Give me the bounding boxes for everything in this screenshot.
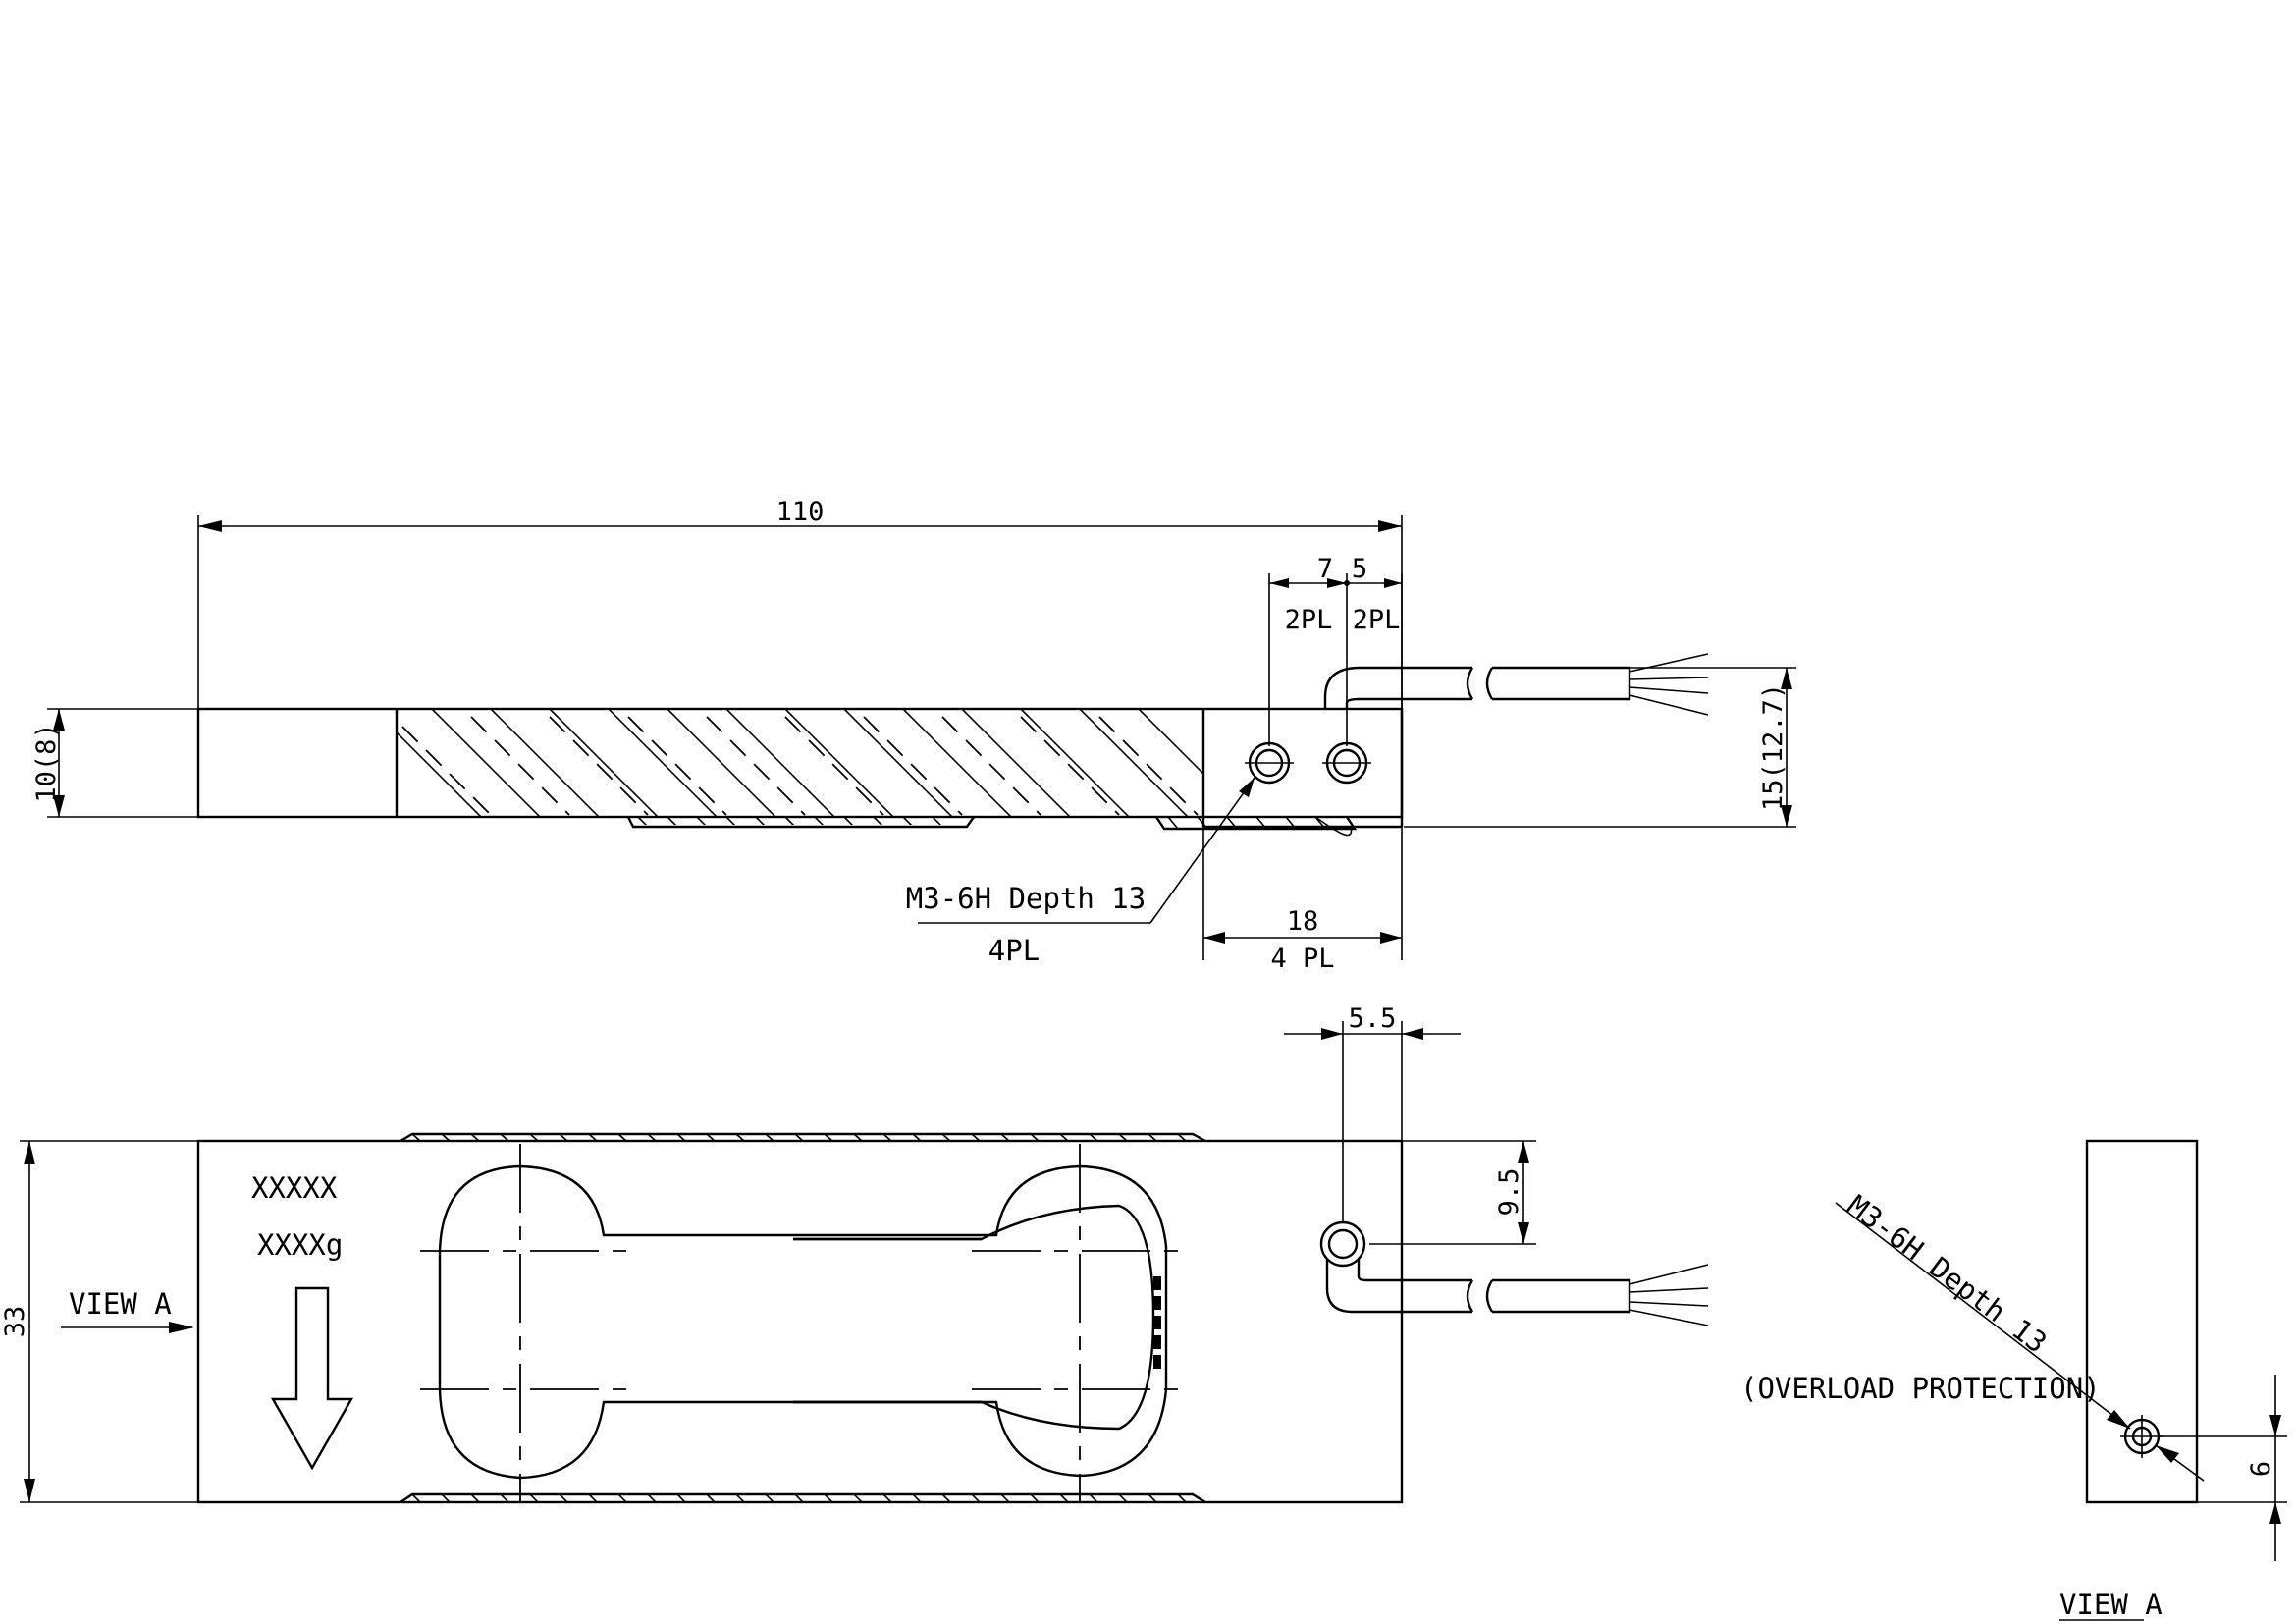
- overload-thread-spec: M3-6H Depth 13: [1842, 1188, 2054, 1359]
- dim-hole-spacing: 7 5 2PL 2PL: [1268, 554, 1403, 746]
- view-a-body: [2085, 1139, 2199, 1504]
- dim-height-right: 15(12.7): [1404, 667, 1796, 828]
- dim-hole-pitch: 7: [1317, 554, 1333, 584]
- view-a-title: VIEW A: [2059, 1588, 2163, 1621]
- model-marking: XXXXX: [251, 1171, 338, 1205]
- top-cable: [1319, 1220, 1709, 1326]
- dim-length: 110: [197, 497, 1403, 709]
- dim-height-left: 10(8): [31, 708, 198, 818]
- overload-note: (OVERLOAD PROTECTION): [1740, 1372, 2101, 1405]
- dim-overload-offset-label: 6: [2246, 1461, 2276, 1477]
- thread-qty: 4PL: [988, 934, 1040, 967]
- side-cable: [1323, 653, 1709, 716]
- view-a: M3-6H Depth 13 (OVERLOAD PROTECTION) 6 V…: [1740, 1139, 2287, 1621]
- dim-cable-offset-label: 5.5: [1349, 1003, 1397, 1034]
- side-hole-2: [1322, 741, 1371, 785]
- dim-overload-offset: 6: [2160, 1375, 2287, 1561]
- hatched-zone: [397, 709, 1203, 817]
- dim-height-left-label: 10(8): [31, 723, 62, 802]
- top-view: XXXXX XXXXg VIEW A 5.5: [0, 1003, 1709, 1504]
- bottom-tab-right: [1155, 816, 1358, 831]
- top-strip: [400, 1132, 1206, 1143]
- dim-mount-length-label: 18: [1287, 906, 1319, 937]
- load-direction-arrow: [270, 1286, 354, 1471]
- top-body: [196, 1139, 1404, 1504]
- binocular-cutout: [438, 1164, 1168, 1480]
- dim-height-right-label: 15(12.7): [1758, 683, 1789, 811]
- dim-mount-pl-label: 4 PL: [1270, 944, 1334, 974]
- thread-spec: M3-6H Depth 13: [906, 882, 1146, 915]
- side-hole-1: [1245, 741, 1294, 785]
- dim-cable-height: 9.5: [1369, 1140, 1536, 1245]
- dim-width-label: 33: [0, 1306, 30, 1338]
- dim-length-label: 110: [776, 497, 825, 527]
- dim-mount-length: 18 4 PL: [1202, 827, 1403, 974]
- capacity-marking: XXXXg: [257, 1228, 343, 1262]
- view-a-label: VIEW A: [69, 1287, 172, 1321]
- bottom-tab: [626, 816, 975, 829]
- dim-pl-left: 2PL: [1285, 605, 1333, 635]
- side-body: [196, 707, 1404, 819]
- gauge-pads: [1153, 1276, 1161, 1369]
- dim-pl-right: 2PL: [1353, 605, 1401, 635]
- thread-callout: M3-6H Depth 13 4PL: [906, 777, 1255, 967]
- bottom-strip: [400, 1492, 1206, 1504]
- dim-cable-offset: 5.5: [1284, 1003, 1461, 1222]
- overload-screw: [2120, 1415, 2163, 1458]
- view-a-pointer: VIEW A: [61, 1287, 194, 1333]
- dim-width: 33: [0, 1140, 198, 1503]
- dim-hole-edge: 5: [1352, 554, 1367, 584]
- side-view: 110 7 5 2PL 2PL 10(8): [31, 497, 1796, 974]
- dim-cable-height-label: 9.5: [1494, 1168, 1524, 1217]
